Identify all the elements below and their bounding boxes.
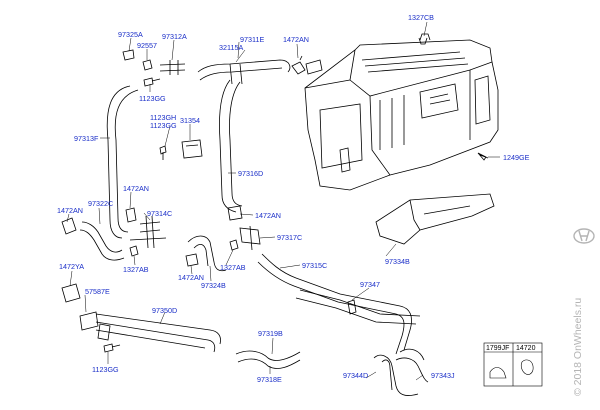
- label-97311e: 97311E: [240, 35, 265, 44]
- hose-97313f-shape: [106, 85, 131, 239]
- label-1327ab-b: 1327AB: [220, 263, 246, 272]
- label-1472an-left: 1472AN: [57, 206, 83, 215]
- hose-97344d-shape: [373, 354, 419, 396]
- label-92557: 92557: [137, 41, 157, 50]
- grommet-14720-icon: [520, 359, 534, 375]
- hose-97319b-shape: [235, 350, 301, 361]
- label-97319b: 97319B: [258, 329, 283, 338]
- label-97316d: 97316D: [238, 169, 264, 178]
- label-1249ge: 1249GE: [503, 153, 530, 162]
- label-1472an-low: 1472AN: [178, 273, 204, 282]
- label-97350d: 97350D: [152, 306, 178, 315]
- label-1472an-top: 1472AN: [283, 35, 309, 44]
- hyundai-logo: [573, 228, 595, 244]
- clamp-1472an-left-shape: [61, 217, 77, 235]
- hose-97322c-shape: [81, 221, 123, 253]
- clip-1327ab-b-shape: [229, 239, 239, 251]
- leader-lines: [66, 21, 500, 381]
- watermark: © 2018 OnWheels.ru: [572, 297, 584, 396]
- label-97315c: 97315C: [302, 261, 328, 270]
- pipe-97315c-shape: [261, 253, 412, 351]
- bolt-1123gg-c-shape: [103, 343, 121, 353]
- label-97313f: 97313F: [74, 134, 99, 143]
- label-97344d: 97344D: [343, 371, 369, 380]
- label-1472an-right: 1472AN: [255, 211, 281, 220]
- label-1327cb: 1327CB: [408, 13, 434, 22]
- fitting-97317c-shape: [239, 225, 261, 251]
- clamp-1472an-low-shape: [185, 253, 199, 267]
- label-97343j: 97343J: [431, 371, 455, 380]
- label-97314c: 97314C: [147, 209, 173, 218]
- clamp-1472an-right-shape: [227, 205, 243, 221]
- pipe-97350d-shape: [95, 313, 221, 345]
- hose-97316d-shape: [219, 79, 237, 213]
- label-1123gg-a: 1123GG: [139, 94, 166, 103]
- label-57587e: 57587E: [85, 287, 110, 296]
- label-1472ya: 1472YA: [59, 262, 85, 271]
- screw-1249ge-shape: [477, 152, 489, 161]
- label-31354: 31354: [180, 116, 200, 125]
- legend-box: [483, 342, 543, 387]
- clamp-1472an-mid-shape: [125, 207, 137, 223]
- hose-97343j-shape: [395, 357, 429, 383]
- label-1327ab-a: 1327AB: [123, 265, 149, 274]
- cap-92557-shape: [142, 59, 153, 71]
- label-97322c: 97322C: [88, 199, 114, 208]
- legend-col-14720: 14720: [516, 345, 536, 352]
- clip-1327cb-shape: [418, 37, 428, 45]
- bolt-1123gg-a-shape: [143, 77, 161, 87]
- clamp-1472an-top-shape: [291, 55, 306, 75]
- hose-97324b-shape: [187, 235, 227, 272]
- label-97312a: 97312A: [162, 32, 187, 41]
- bracket-31354-shape: [181, 139, 203, 159]
- fitting-97312a-shape: [159, 60, 186, 75]
- label-97334b: 97334B: [385, 257, 410, 266]
- legend-col-1799jf: 1799JF: [486, 345, 510, 352]
- bracket-57587e-shape: [79, 311, 99, 331]
- label-97317c: 97317C: [277, 233, 303, 242]
- label-1123gg-b: 1123GG: [150, 121, 177, 130]
- bolt-1123gh-shape: [159, 145, 167, 160]
- pipe-97347-shape: [347, 299, 357, 315]
- label-97318e: 97318E: [257, 375, 282, 384]
- label-1472an-mid: 1472AN: [123, 184, 149, 193]
- label-97324b: 97324B: [201, 281, 226, 290]
- hose-97311e-shape: [197, 59, 291, 73]
- label-97325a: 97325A: [118, 30, 143, 39]
- label-97347: 97347: [360, 280, 380, 289]
- label-1123gh: 1123GH: [150, 113, 177, 122]
- clamp-1472ya-shape: [61, 283, 81, 303]
- heater-unit-assembly: [304, 33, 499, 191]
- label-32115a: 32115A: [219, 43, 244, 52]
- nipple-97325a-shape: [122, 49, 135, 61]
- duct-97334b-shape: [375, 193, 495, 245]
- label-1123gg-c: 1123GG: [92, 365, 119, 374]
- clip-1327ab-a-shape: [129, 245, 139, 257]
- fitting-97314c-shape: [129, 215, 167, 249]
- clip-1799jf-icon: [489, 367, 507, 379]
